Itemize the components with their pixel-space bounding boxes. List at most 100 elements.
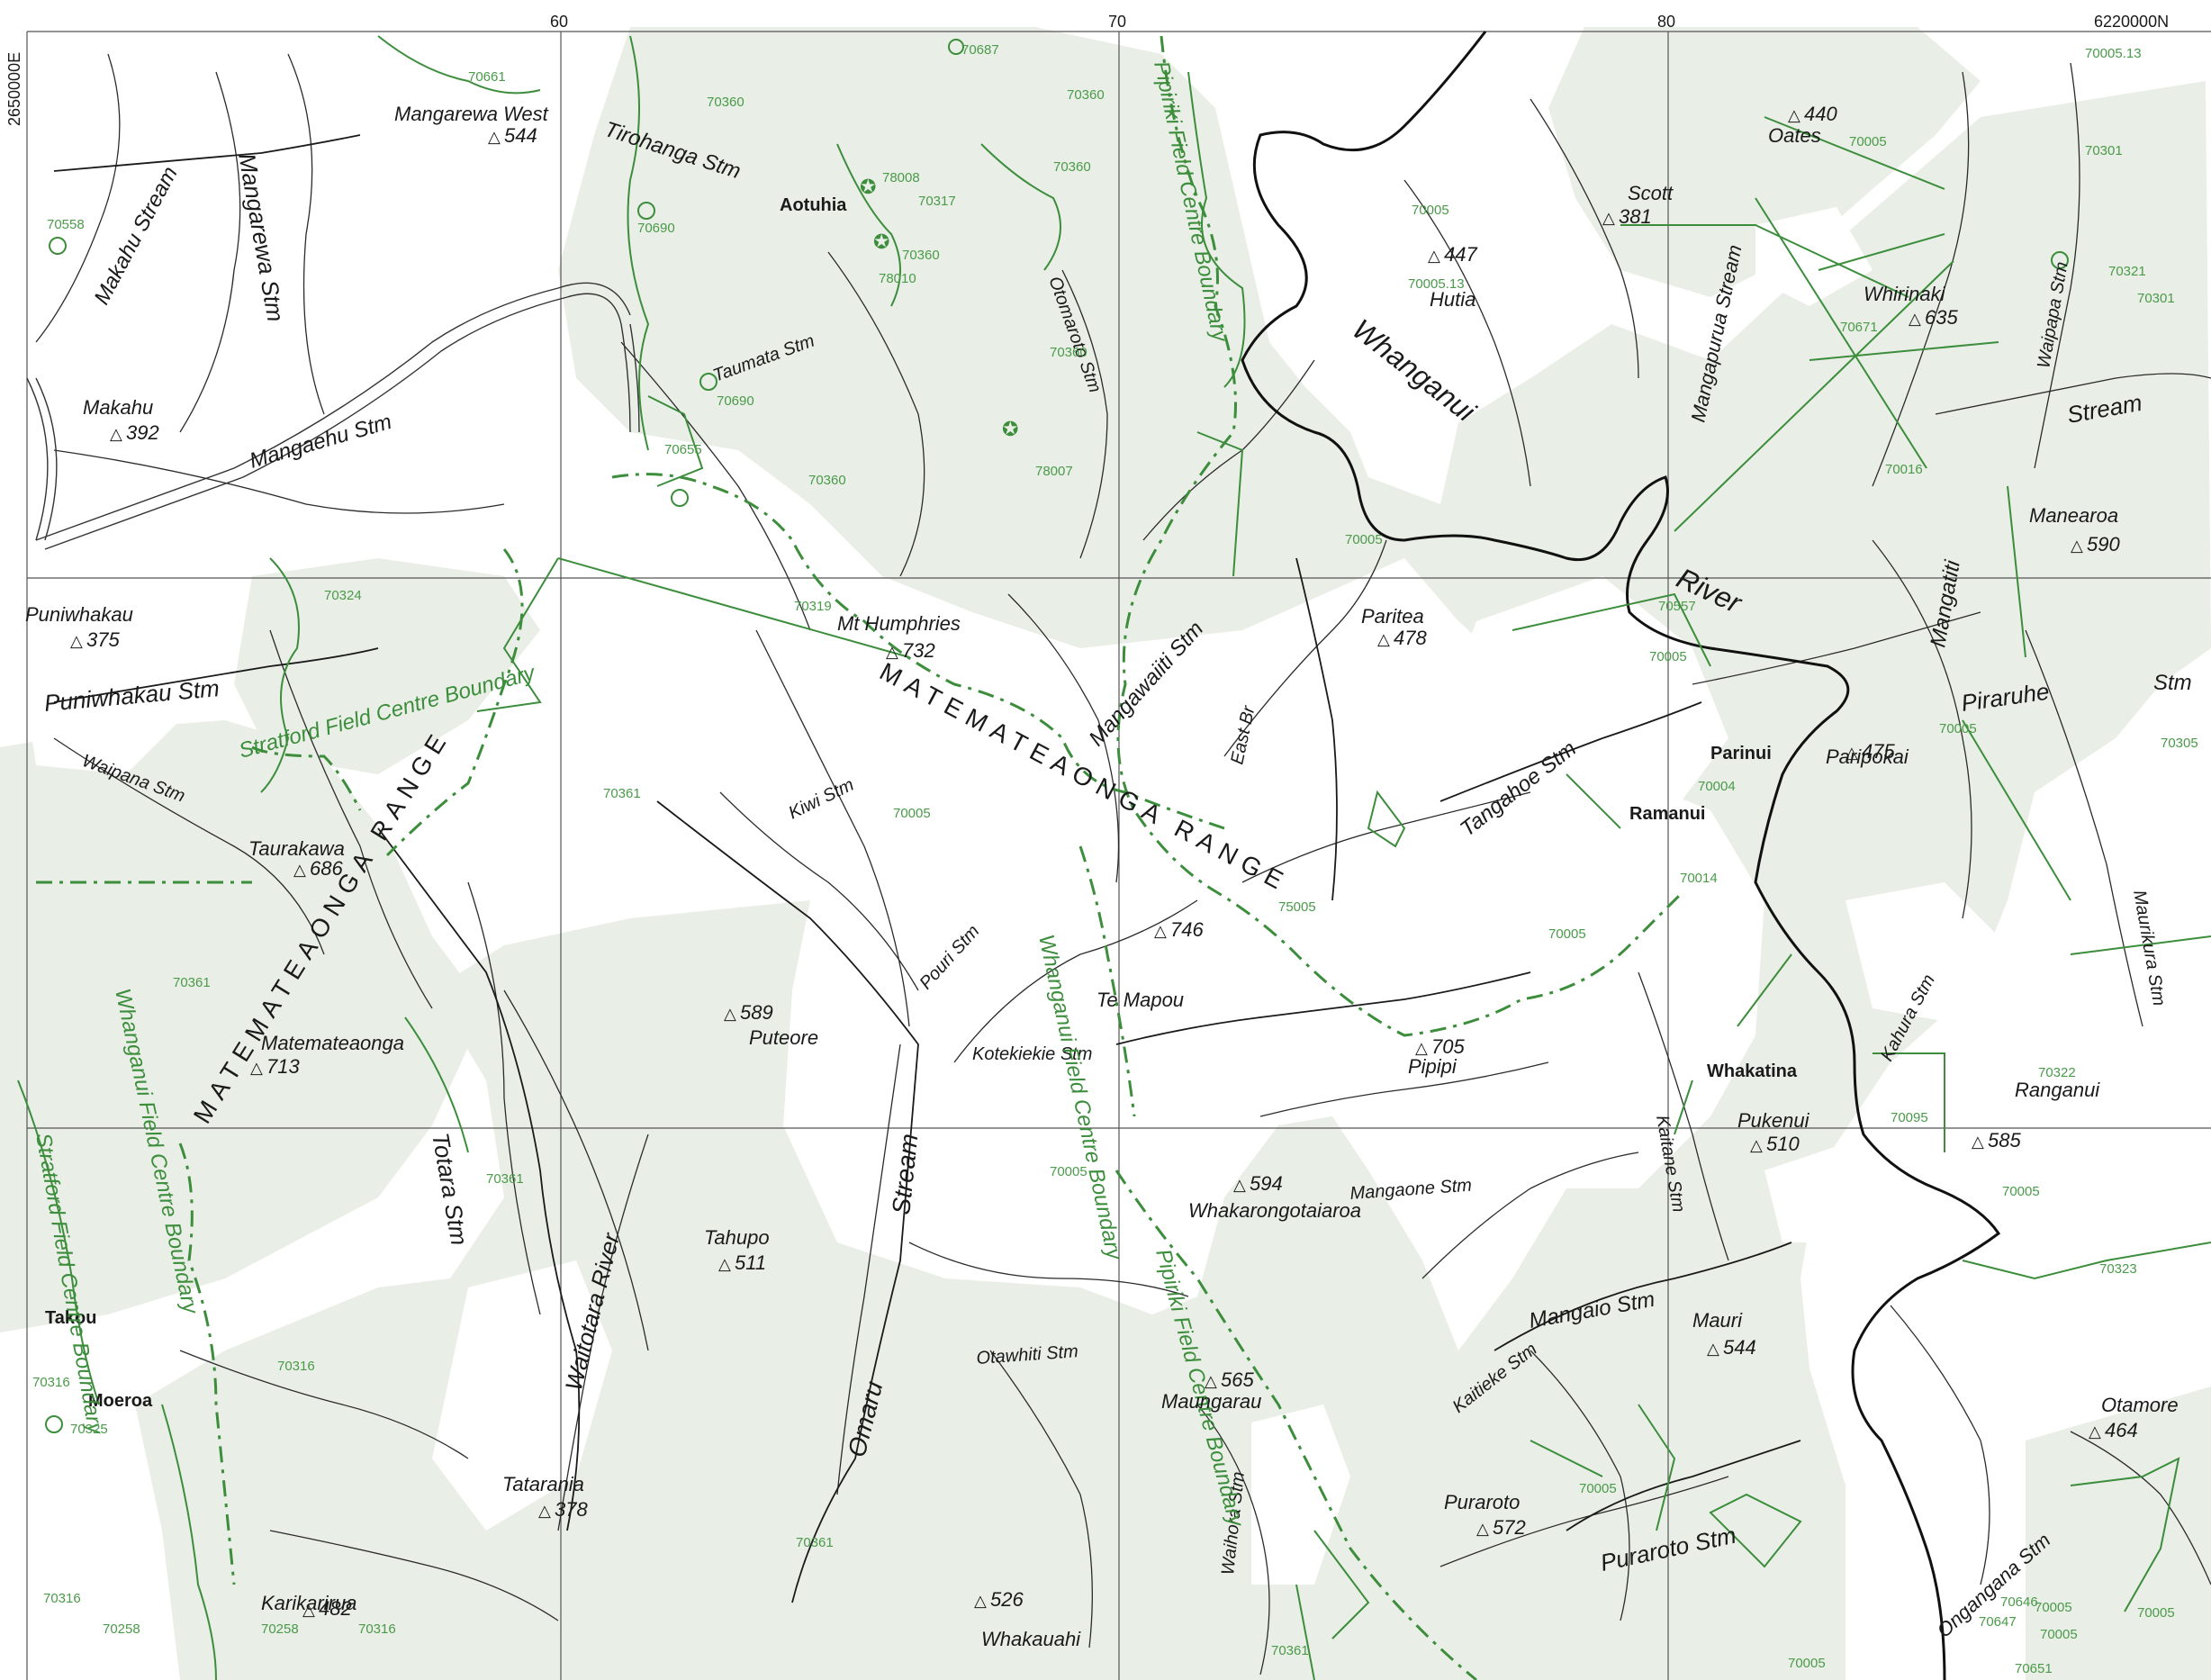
trig-triangle-icon: △ (718, 1255, 731, 1274)
parcel-code: 70324 (324, 588, 362, 603)
settlement-parinui: Parinui (1710, 744, 1772, 763)
peak-height: 544 (504, 124, 537, 147)
settlement-aotuhia: Aotuhia (780, 195, 847, 215)
field-centre-boundaries (36, 35, 1685, 1680)
stream-label: Stm (2153, 671, 2192, 695)
peak-height: 378 (555, 1498, 588, 1521)
trig-triangle-icon: △ (538, 1502, 551, 1521)
parcel-code: 70690 (717, 393, 754, 409)
parcel-code: 70360 (902, 248, 940, 263)
peak-height: 594 (1250, 1172, 1283, 1195)
parcel-code: 70005 (1579, 1481, 1617, 1496)
parcel-code: 70655 (664, 442, 702, 457)
peak-name: Mt Humphries (837, 612, 961, 635)
parcel-code: 70317 (918, 194, 956, 209)
parcel-code: 70360 (1050, 345, 1087, 360)
peak-height: 375 (86, 628, 120, 651)
parcel-code: 75005 (1278, 899, 1316, 915)
parcel-code: 70690 (637, 221, 675, 236)
parcel-code: 70671 (1840, 320, 1878, 335)
trig-triangle-icon: △ (1154, 922, 1167, 941)
map-symbols: ✪ ✪ ✪ (45, 39, 2069, 1433)
settlement-takou: Takou (45, 1308, 96, 1328)
peak-height: 590 (2087, 533, 2120, 555)
settlement-whakatina: Whakatina (1707, 1061, 1798, 1081)
easting-tick-80: 80 (1657, 13, 1675, 31)
trig-circle-icon (49, 237, 67, 255)
parcel-code: 70319 (794, 599, 832, 614)
parcel-code: 78007 (1035, 464, 1073, 479)
trig-triangle-icon: △ (70, 632, 83, 651)
peak-height: 511 (735, 1251, 766, 1274)
parcel-code: 70016 (1885, 462, 1923, 477)
parcel-code: 70258 (103, 1621, 140, 1637)
peak-height: 705 (1431, 1035, 1465, 1058)
trig-circle-icon (45, 1415, 63, 1433)
trig-triangle-icon: △ (1909, 310, 1921, 329)
parcel-code: 70005 (893, 806, 931, 821)
trig-triangle-icon: △ (1972, 1133, 1984, 1152)
trig-triangle-icon: △ (1707, 1340, 1719, 1359)
parcel-code: 78008 (882, 170, 920, 185)
parcel-code: 70005 (1548, 926, 1586, 942)
parcel-code: 70361 (1271, 1643, 1309, 1658)
peak-height: 713 (266, 1055, 300, 1078)
parcel-code: 70557 (1658, 599, 1696, 614)
trig-triangle-icon: △ (2071, 537, 2083, 555)
peak-height: 746 (1170, 918, 1204, 941)
parcel-code: 70321 (2108, 264, 2146, 279)
parcel-code: 70005 (1412, 203, 1449, 218)
peak-name: Makahu (83, 396, 153, 419)
parcel-code: 78010 (879, 271, 916, 286)
parcel-code: 70305 (2161, 736, 2198, 751)
easting-tick-60: 60 (550, 13, 568, 31)
peak-name: Whirinaki (1864, 283, 1946, 305)
trig-triangle-icon: △ (250, 1059, 263, 1078)
parcel-code: 70360 (1067, 87, 1105, 103)
trig-triangle-icon: △ (488, 128, 501, 147)
peak-name: Scott (1628, 182, 1674, 204)
parcel-code: 70316 (277, 1359, 315, 1374)
parcel-code: 70005 (2002, 1184, 2040, 1199)
peak-height: 392 (126, 421, 159, 444)
grid-lines (26, 31, 2211, 1680)
trig-triangle-icon: △ (1476, 1520, 1489, 1539)
parcel-code: 70005 (1849, 134, 1887, 149)
parcel-code: 70360 (707, 95, 745, 110)
whanganui-river (1241, 31, 2001, 1680)
parcel-code: 70005.13 (1408, 276, 1465, 292)
trig-triangle-icon: △ (2089, 1423, 2101, 1441)
peak-height: 478 (1394, 627, 1427, 649)
parcel-code: 70661 (468, 69, 506, 85)
trig-circle-icon (2051, 251, 2069, 269)
trig-triangle-icon: △ (293, 861, 306, 880)
stream-label: Kotekiekie Stm (972, 1044, 1092, 1064)
peak-name: Karikarirua (261, 1592, 356, 1614)
trig-circle-icon (948, 39, 964, 55)
peak-height: 464 (2105, 1419, 2138, 1441)
parcel-code: 70361 (486, 1171, 524, 1187)
parcel-code: 70316 (32, 1375, 70, 1390)
parcel-code: 70005 (1649, 649, 1687, 664)
parcel-code: 70005 (2035, 1600, 2072, 1615)
parcel-code: 70325 (70, 1422, 108, 1437)
trig-triangle-icon: △ (1205, 1372, 1217, 1391)
parcel-code: 70005 (1345, 532, 1383, 547)
peak-name: Taurakawa (248, 837, 345, 860)
parcel-code: 70301 (2137, 291, 2175, 306)
private-land-gaps (27, 207, 2089, 1585)
easting-label: 2650000E (5, 52, 23, 126)
peak-height: 475 (1862, 740, 1895, 763)
parcel-code: 70004 (1698, 779, 1736, 794)
peak-height: 440 (1804, 103, 1837, 125)
peak-height: 585 (1988, 1129, 2021, 1152)
parcel-code: 70361 (796, 1535, 834, 1550)
peak-name: Whakauahi (981, 1628, 1081, 1650)
peak-name: Pipipi (1408, 1055, 1457, 1078)
parcel-code: 70005 (1939, 721, 1977, 736)
peak-name: Paripokai (1826, 745, 1909, 768)
parcel-code: 70360 (808, 473, 846, 488)
parcel-code: 70361 (173, 975, 211, 990)
